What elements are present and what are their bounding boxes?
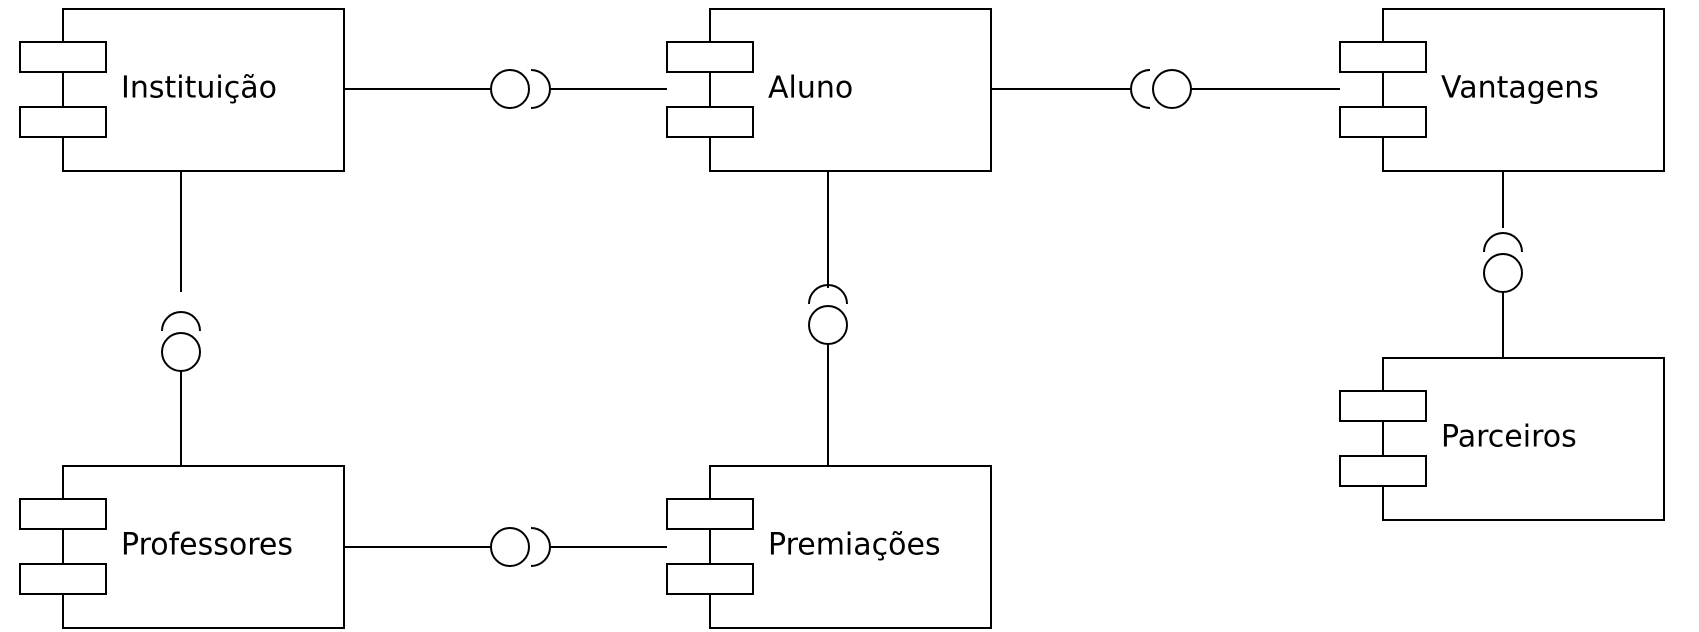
required-interface-socket-icon bbox=[530, 69, 551, 109]
interface-instituicao-aluno bbox=[344, 69, 667, 109]
component-tab-icon bbox=[19, 106, 107, 138]
interface-aluno-vantagens bbox=[991, 69, 1340, 109]
component-tab-icon bbox=[1339, 455, 1427, 487]
provided-interface-ball-icon bbox=[490, 527, 530, 567]
component-label: Premiações bbox=[768, 528, 941, 563]
component-label: Vantagens bbox=[1441, 71, 1599, 106]
component-label: Aluno bbox=[768, 71, 853, 106]
provided-interface-ball-icon bbox=[808, 305, 848, 345]
interface-instituicao-professores bbox=[161, 171, 201, 466]
component-body bbox=[62, 8, 345, 172]
component-tab-icon bbox=[19, 41, 107, 73]
component-tab-icon bbox=[1339, 106, 1427, 138]
component-professores[interactable]: Professores bbox=[19, 465, 345, 629]
required-interface-socket-icon bbox=[808, 284, 848, 305]
component-label: Professores bbox=[121, 528, 293, 563]
component-tab-icon bbox=[1339, 41, 1427, 73]
component-tab-icon bbox=[1339, 390, 1427, 422]
component-tab-icon bbox=[19, 498, 107, 530]
component-label: Parceiros bbox=[1441, 420, 1577, 455]
component-tab-icon bbox=[19, 563, 107, 595]
interface-professores-premiacoes bbox=[344, 527, 667, 567]
interface-vantagens-parceiros bbox=[1483, 171, 1523, 358]
component-parceiros[interactable]: Parceiros bbox=[1339, 357, 1665, 521]
component-body bbox=[1382, 8, 1665, 172]
component-tab-icon bbox=[666, 563, 754, 595]
provided-interface-ball-icon bbox=[161, 332, 201, 372]
provided-interface-ball-icon bbox=[1152, 69, 1192, 109]
component-premiacoes[interactable]: Premiações bbox=[666, 465, 992, 629]
required-interface-socket-icon bbox=[1130, 69, 1151, 109]
component-body bbox=[709, 8, 992, 172]
required-interface-socket-icon bbox=[530, 527, 551, 567]
required-interface-socket-icon bbox=[1483, 232, 1523, 253]
provided-interface-ball-icon bbox=[490, 69, 530, 109]
component-tab-icon bbox=[666, 41, 754, 73]
component-tab-icon bbox=[666, 498, 754, 530]
component-aluno[interactable]: Aluno bbox=[666, 8, 992, 172]
component-body bbox=[709, 465, 992, 629]
component-body bbox=[62, 465, 345, 629]
component-vantagens[interactable]: Vantagens bbox=[1339, 8, 1665, 172]
required-interface-socket-icon bbox=[161, 311, 201, 332]
provided-interface-ball-icon bbox=[1483, 253, 1523, 293]
component-label: Instituição bbox=[121, 71, 277, 106]
interface-aluno-premiacoes bbox=[808, 171, 848, 466]
component-instituicao[interactable]: Instituição bbox=[19, 8, 345, 172]
component-body bbox=[1382, 357, 1665, 521]
component-tab-icon bbox=[666, 106, 754, 138]
